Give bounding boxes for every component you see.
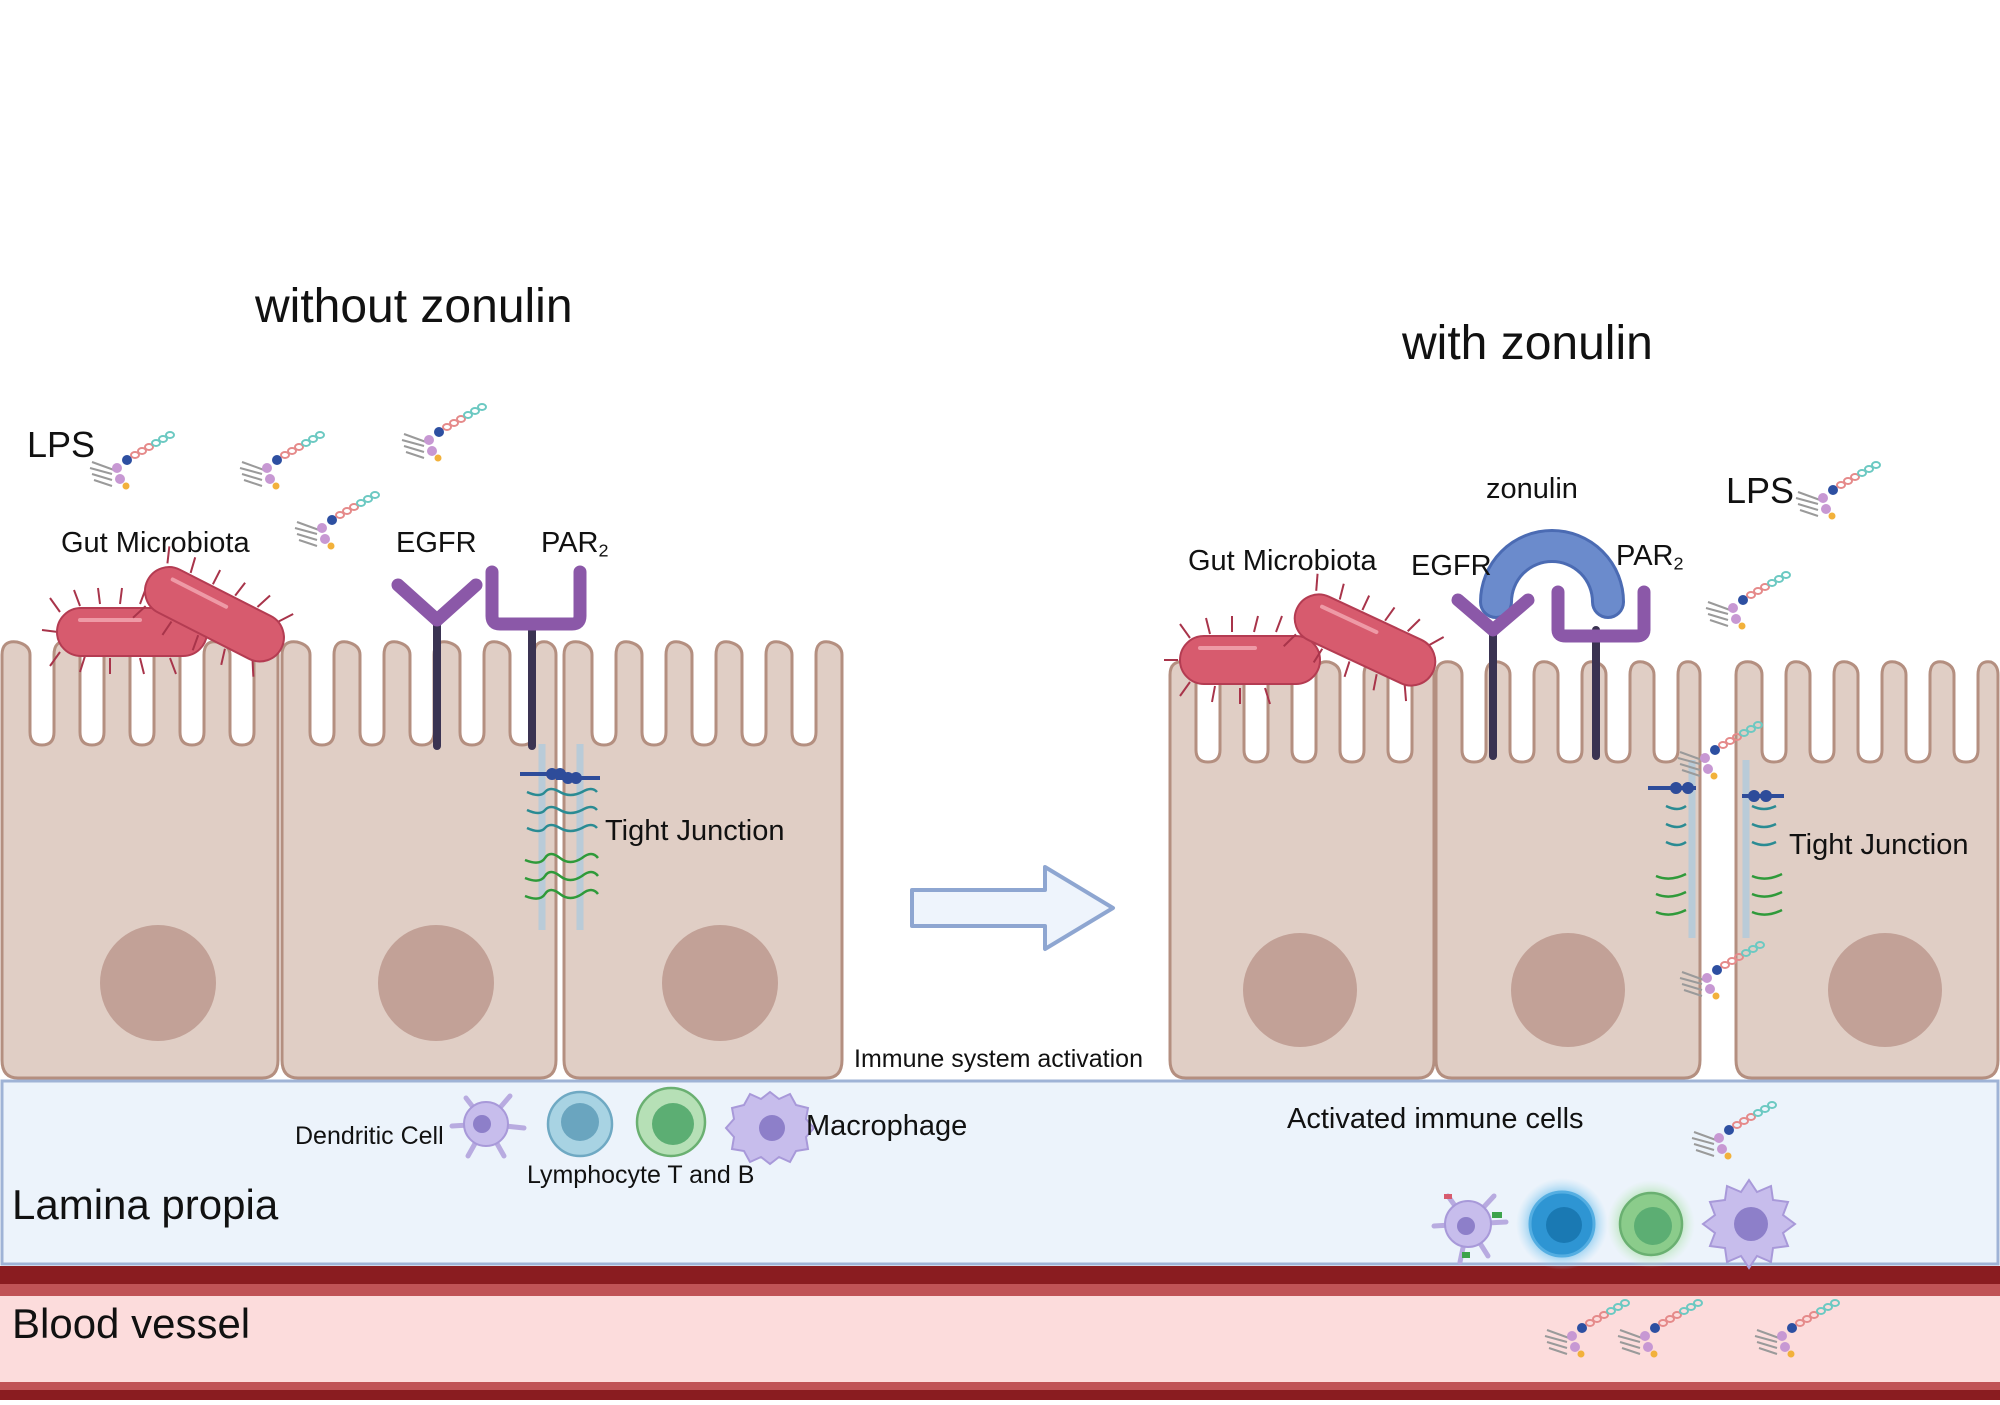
egfr-receptor-icon xyxy=(1451,593,1535,760)
lamina-propia-region xyxy=(0,1079,2000,1266)
par2-label-text: PAR xyxy=(541,527,599,559)
panel-title-with-zonulin: with zonulin xyxy=(1402,317,1653,370)
egfr-label-left: EGFR xyxy=(396,527,477,559)
immune-activation-label: Immune system activation xyxy=(854,1045,1143,1073)
egfr-receptor-icon xyxy=(391,578,483,750)
dendritic-cell-label: Dendritic Cell xyxy=(295,1122,444,1150)
bacteria-icon xyxy=(1164,573,1445,705)
dendritic-cell-icon xyxy=(1431,1193,1509,1265)
epithelial-cells-right xyxy=(1168,660,2000,1080)
par2-label-left: PAR2 xyxy=(541,527,608,561)
bacteria-icon xyxy=(41,546,294,677)
macrophage-icon xyxy=(1701,1178,1797,1270)
lymphocyte-icon xyxy=(1516,1178,1608,1270)
par2-receptor-icon xyxy=(1551,585,1651,760)
macrophage-label: Macrophage xyxy=(806,1110,968,1142)
egfr-label-right: EGFR xyxy=(1411,550,1492,582)
lymphocyte-icon xyxy=(635,1086,707,1158)
par2-label-text: PAR xyxy=(1616,540,1674,572)
blood-vessel-region xyxy=(0,1266,2000,1400)
zonulin-icon xyxy=(1479,529,1625,619)
lps-label-left: LPS xyxy=(27,424,96,465)
par2-label-subscript: 2 xyxy=(1673,553,1684,574)
tight-junction-icon xyxy=(1648,760,1784,938)
lymphocyte-label: Lymphocyte T and B xyxy=(527,1161,755,1189)
activated-immune-cells-label: Activated immune cells xyxy=(1287,1103,1584,1135)
dendritic-cell-icon xyxy=(449,1093,527,1159)
tight-junction-label-left: Tight Junction xyxy=(605,815,785,847)
zonulin-label: zonulin xyxy=(1486,473,1578,505)
panel-title-without-zonulin: without zonulin xyxy=(255,280,573,333)
par2-label-subscript: 2 xyxy=(598,540,609,561)
lymphocyte-icon xyxy=(546,1090,614,1158)
nucleus-icon xyxy=(100,925,778,1041)
lps-label-right: LPS xyxy=(1726,470,1795,511)
tight-junction-icon xyxy=(520,744,600,930)
right-arrow-icon xyxy=(910,865,1115,951)
par2-label-right: PAR2 xyxy=(1616,540,1683,574)
par2-receptor-icon xyxy=(485,565,587,750)
tight-junction-label-right: Tight Junction xyxy=(1789,829,1969,861)
gut-microbiota-label-left: Gut Microbiota xyxy=(61,527,250,559)
macrophage-icon xyxy=(724,1090,816,1166)
lymphocyte-icon xyxy=(1607,1180,1695,1268)
blood-vessel-label: Blood vessel xyxy=(12,1300,251,1347)
gut-microbiota-label-right: Gut Microbiota xyxy=(1188,545,1377,577)
lamina-propia-label: Lamina propia xyxy=(12,1181,279,1228)
nucleus-icon xyxy=(1243,933,1942,1047)
